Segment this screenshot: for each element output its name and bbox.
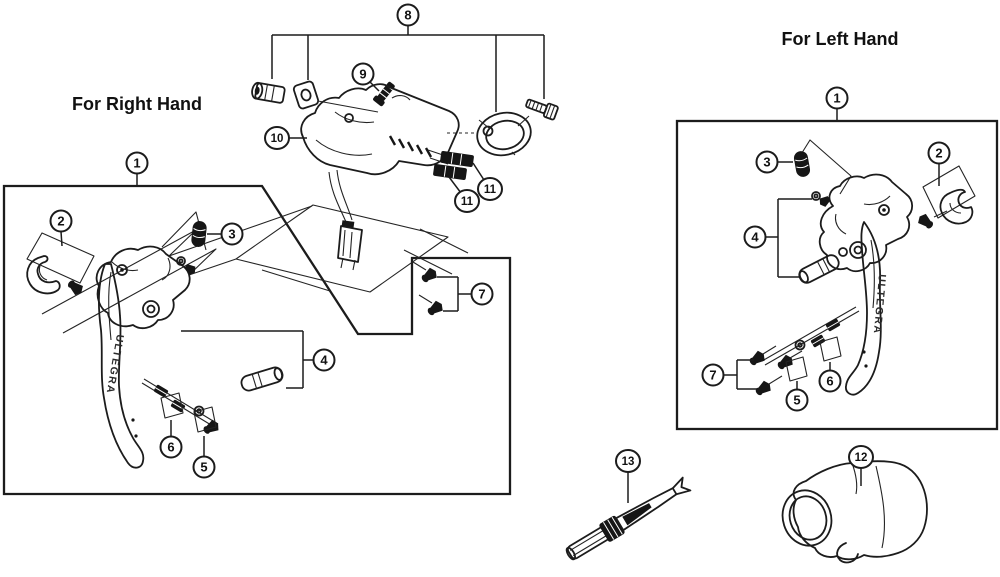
callout-12: 12 (848, 445, 874, 469)
svg-text:13: 13 (622, 456, 635, 468)
callout-11a: 11 (454, 189, 480, 213)
pivot-shaft (240, 366, 284, 392)
svg-text:12: 12 (855, 452, 868, 464)
clamp-band (476, 111, 532, 157)
shaft-washer (838, 247, 848, 257)
callouts: 1 2 3 4 5 6 7 8 9 10 11 11 1 2 3 4 5 6 7… (49, 3, 951, 479)
svg-text:7: 7 (478, 287, 485, 302)
callout-3-left: 3 (755, 150, 779, 174)
svg-text:8: 8 (404, 8, 411, 23)
brake-lever-blade: ULTEGRA (97, 263, 145, 469)
lever-bracket-body-left (818, 173, 914, 273)
cover-screw-left (918, 213, 934, 229)
callout-4-right: 4 (312, 348, 336, 372)
svg-text:7: 7 (709, 368, 716, 383)
fixing-bolt (251, 81, 286, 104)
ultegra-logo-left-lever: ULTEGRA (871, 274, 888, 335)
svg-text:5: 5 (200, 460, 207, 475)
cover-screw (67, 280, 83, 296)
callout-8: 8 (396, 3, 420, 27)
return-spring (191, 221, 207, 247)
pivot-washer-screw (176, 256, 196, 275)
brake-lever-blade-left: ULTEGRA (845, 221, 888, 396)
lever-rod-parts-left (749, 306, 860, 396)
callout-5-left: 5 (785, 388, 809, 412)
callout-7-right: 7 (470, 282, 494, 306)
svg-text:1: 1 (133, 156, 140, 171)
svg-text:2: 2 (935, 146, 942, 161)
right-hand-assembly-box (2, 184, 512, 496)
svg-text:3: 3 (763, 155, 770, 170)
svg-text:4: 4 (320, 353, 328, 368)
name-plate (26, 232, 95, 284)
svg-text:6: 6 (826, 374, 833, 389)
svg-text:1: 1 (833, 91, 840, 106)
pivot-washer-screw-left (811, 191, 831, 207)
callout-2-left: 2 (927, 141, 951, 165)
left-hand-lever-assembly: ULTEGRA (749, 139, 976, 396)
callout-9: 9 (351, 62, 375, 86)
clamp-cover (26, 255, 61, 295)
callout-2-right: 2 (49, 209, 73, 233)
ultegra-logo-right-lever: ULTEGRA (104, 333, 126, 395)
left-hand-title: For Left Hand (782, 29, 899, 49)
pivot-shaft-left (798, 254, 840, 284)
fixing-screws-7-right (412, 261, 443, 316)
screw-lead-left (933, 210, 948, 218)
cable-tool (565, 476, 692, 561)
cable-end-plugs (433, 151, 474, 180)
callout-7-left: 7 (701, 363, 725, 387)
serration-teeth (388, 135, 433, 158)
name-plate-left (922, 165, 976, 219)
shifter-body (300, 83, 478, 176)
callout-6-left: 6 (818, 369, 842, 393)
callout-13: 13 (615, 449, 641, 473)
callout-5-right: 5 (192, 455, 216, 479)
svg-text:11: 11 (461, 196, 474, 208)
spring-plate-left (799, 139, 852, 195)
callout-10: 10 (264, 126, 290, 150)
break-lines (41, 204, 469, 334)
cable-connector (328, 169, 363, 271)
callout-1-right: 1 (125, 151, 149, 175)
callout-8-bracket (271, 25, 545, 112)
tool-fork-tip (671, 476, 692, 496)
svg-text:3: 3 (228, 227, 235, 242)
svg-text:9: 9 (359, 67, 366, 82)
svg-text:2: 2 (57, 214, 64, 229)
right-hand-lever-assembly: ULTEGRA (26, 211, 284, 469)
bracket-unit-assembly (251, 25, 559, 271)
square-nut (292, 80, 320, 110)
callout-3-right: 3 (220, 222, 244, 246)
lever-bracket-body (95, 245, 191, 330)
callout-6-right: 6 (159, 435, 183, 459)
svg-text:10: 10 (271, 133, 284, 145)
svg-text:4: 4 (751, 230, 759, 245)
rubber-hood (781, 460, 928, 564)
screw-leader-line (517, 115, 530, 127)
nut-leader-line (317, 100, 379, 113)
callout-11b: 11 (477, 177, 503, 201)
right-hand-title: For Right Hand (72, 94, 202, 114)
return-spring-left (793, 151, 811, 177)
svg-text:11: 11 (484, 184, 497, 196)
svg-text:5: 5 (793, 393, 800, 408)
band-screw (525, 98, 559, 121)
svg-text:6: 6 (167, 440, 174, 455)
callout-4-left: 4 (743, 225, 767, 249)
callout-leader-lines (60, 80, 940, 503)
callout-1-left: 1 (825, 86, 849, 110)
